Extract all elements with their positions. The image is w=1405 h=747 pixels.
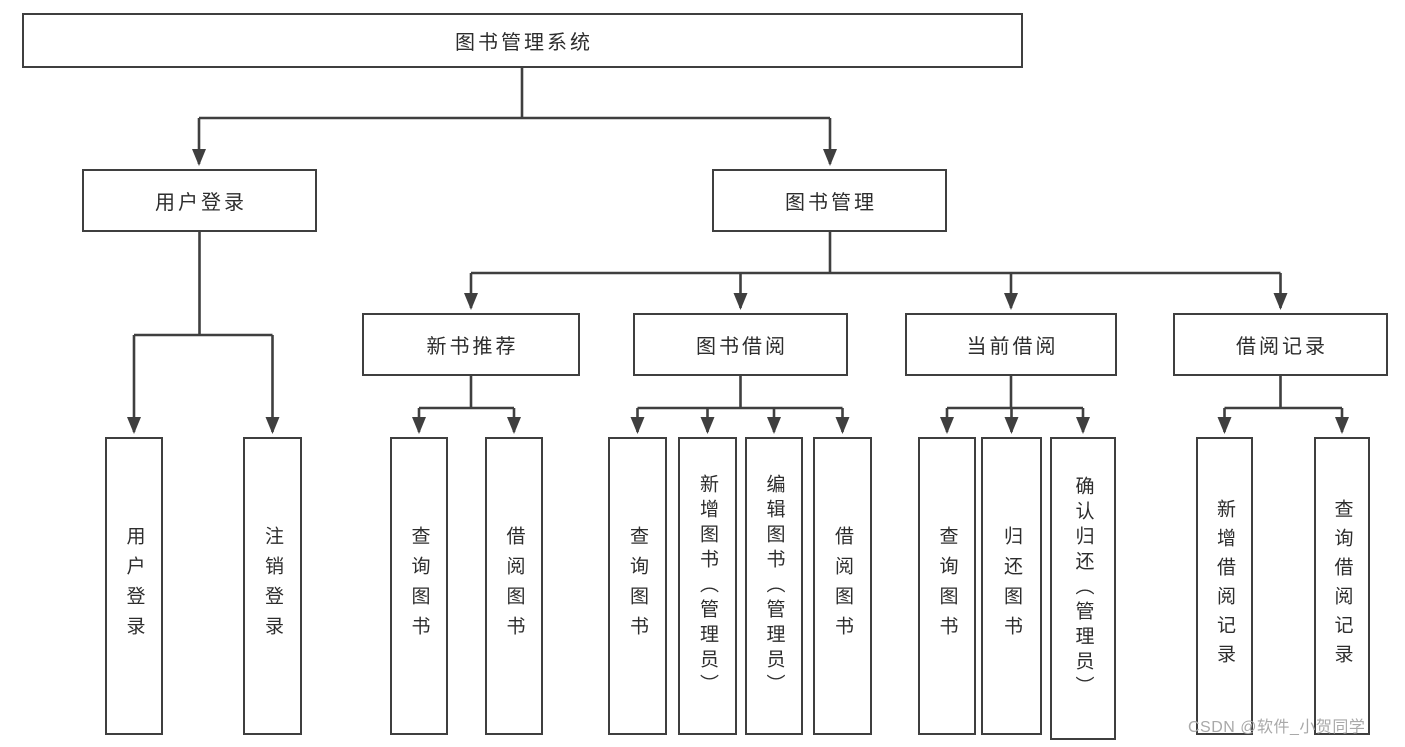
leaf-return-book-label: 归还图书 <box>1001 526 1022 646</box>
leaf-logout-label: 注销登录 <box>262 526 283 646</box>
leaf-current-query-book: 查询图书 <box>918 437 976 735</box>
node-library-system: 图书管理系统 <box>22 13 1023 68</box>
leaf-borrow-book-label: 借阅图书 <box>832 526 853 646</box>
node-book-management: 图书管理 <box>712 169 947 232</box>
leaf-recommend-query-book: 查询图书 <box>390 437 448 735</box>
leaf-borrow-query-book: 查询图书 <box>608 437 667 735</box>
leaf-borrow-book: 借阅图书 <box>813 437 872 735</box>
leaf-borrow-query-book-label: 查询图书 <box>627 526 648 646</box>
node-current-borrow-label: 当前借阅 <box>966 336 1059 358</box>
csdn-watermark: CSDN @软件_小贺同学 <box>1188 719 1366 736</box>
leaf-add-book-admin-label: 新增图书（管理员） <box>697 473 718 699</box>
node-book-borrow: 图书借阅 <box>633 313 848 376</box>
leaf-return-book: 归还图书 <box>981 437 1042 735</box>
leaf-query-borrow-record-label: 查询借阅记录 <box>1331 499 1353 673</box>
leaf-edit-book-admin: 编辑图书（管理员） <box>745 437 803 735</box>
leaf-current-query-book-label: 查询图书 <box>936 526 958 646</box>
node-library-system-label: 图书管理系统 <box>455 32 593 54</box>
leaf-recommend-borrow-book: 借阅图书 <box>485 437 543 735</box>
leaf-confirm-return-admin: 确认归还（管理员） <box>1050 437 1116 740</box>
node-new-book-recommend-label: 新书推荐 <box>426 336 519 358</box>
node-borrow-records-label: 借阅记录 <box>1236 336 1328 358</box>
node-borrow-records: 借阅记录 <box>1173 313 1388 376</box>
node-user-login-label: 用户登录 <box>155 192 247 214</box>
leaf-query-borrow-record: 查询借阅记录 <box>1314 437 1370 735</box>
leaf-edit-book-admin-label: 编辑图书（管理员） <box>763 473 785 699</box>
leaf-user-login-label: 用户登录 <box>123 526 145 646</box>
leaf-add-borrow-record: 新增借阅记录 <box>1196 437 1253 735</box>
node-book-borrow-label: 图书借阅 <box>696 336 788 358</box>
node-current-borrow: 当前借阅 <box>905 313 1117 376</box>
node-user-login: 用户登录 <box>82 169 317 232</box>
leaf-recommend-borrow-book-label: 借阅图书 <box>503 526 525 646</box>
leaf-recommend-query-book-label: 查询图书 <box>408 526 430 646</box>
node-book-management-label: 图书管理 <box>785 192 877 214</box>
node-new-book-recommend: 新书推荐 <box>362 313 580 376</box>
leaf-user-login: 用户登录 <box>105 437 163 735</box>
leaf-add-borrow-record-label: 新增借阅记录 <box>1214 499 1235 673</box>
leaf-add-book-admin: 新增图书（管理员） <box>678 437 737 735</box>
leaf-logout: 注销登录 <box>243 437 302 735</box>
leaf-confirm-return-admin-label: 确认归还（管理员） <box>1072 476 1094 701</box>
